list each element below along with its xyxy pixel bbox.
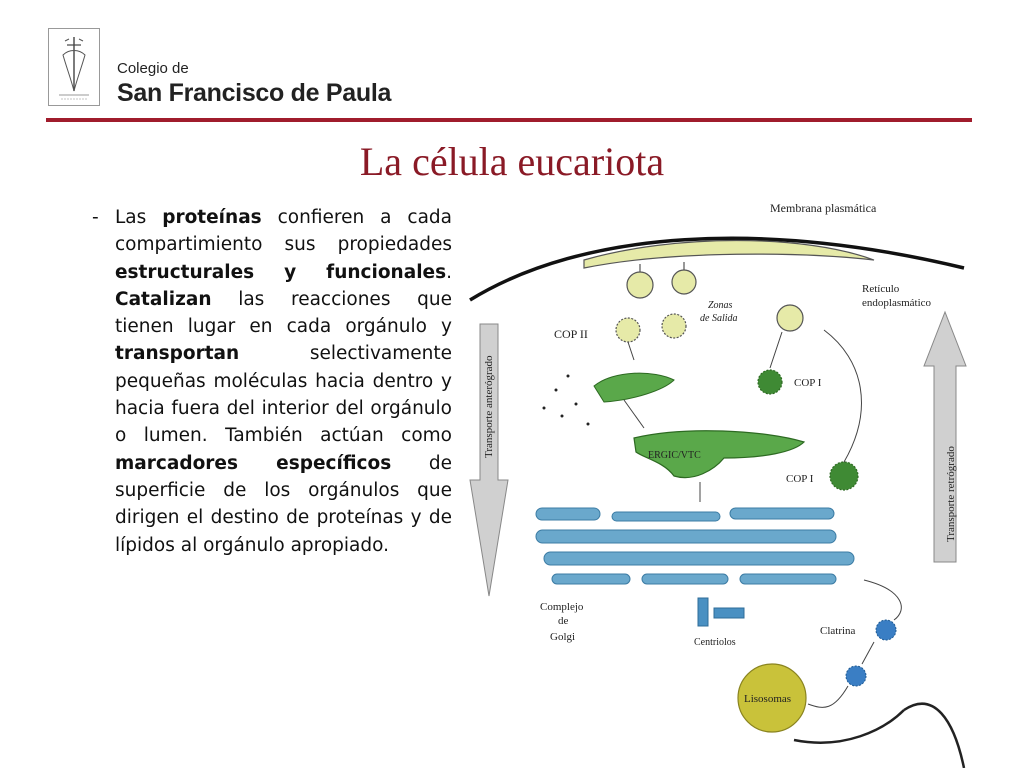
golgi-label: de — [558, 615, 569, 627]
school-name: Colegio de San Francisco de Paula — [117, 60, 391, 108]
er-label: endoplasmático — [862, 297, 932, 309]
budding-vesicle — [626, 271, 654, 299]
golgi-label: Complejo — [540, 601, 584, 613]
exit-zones-label: Zonas — [708, 300, 733, 311]
header-divider — [46, 118, 972, 122]
er-vesicle — [776, 304, 804, 332]
copii-vesicle — [661, 313, 687, 339]
copi-label: COP I — [794, 377, 822, 389]
centriole — [697, 597, 709, 627]
body-paragraph: - Las proteínas confieren a cada compart… — [92, 204, 452, 559]
ergic-vtc — [633, 430, 806, 479]
text-emphasis: proteínas — [162, 207, 262, 228]
text-segment: . — [446, 261, 452, 283]
text-emphasis: marcadores específicos — [115, 452, 392, 474]
copii-label: COP II — [554, 327, 588, 341]
plasma-membrane — [469, 236, 965, 302]
golgi-label: Golgi — [550, 631, 575, 643]
text-segment: selectivamente pequeñas moléculas hacia … — [115, 343, 452, 447]
er-exit-site — [593, 372, 675, 403]
centriole — [713, 607, 745, 619]
clathrin-vesicle — [845, 665, 867, 687]
school-logo — [48, 28, 100, 106]
exit-zones-label: de Salida — [700, 313, 738, 324]
clathrin-label: Clatrina — [820, 625, 856, 637]
text-segment: de superficie de los orgánulos que dirig… — [115, 452, 452, 556]
anterograde-label: Transporte anterógrado — [483, 355, 495, 458]
copi-vesicle — [757, 369, 783, 395]
school-name-line2: San Francisco de Paula — [117, 79, 392, 107]
school-name-line1: Colegio de — [117, 60, 189, 77]
membrane-lumen — [583, 239, 875, 269]
retrograde-arrow — [923, 310, 967, 563]
text-segment: las reacciones que tienen lugar en cada … — [115, 288, 452, 338]
copii-vesicle — [615, 317, 641, 343]
membrane-label: Membrana plasmática — [770, 201, 877, 215]
cargo-dots — [542, 374, 590, 426]
slide-title: La célula eucariota — [359, 139, 665, 184]
centrioles-label: Centriolos — [694, 637, 736, 648]
text-segment: confieren a cada compartimiento sus prop… — [115, 207, 452, 256]
cell-transport-diagram: Membrana plasmática Zonas de Salida COP … — [469, 201, 967, 768]
copi-label: COP I — [786, 473, 814, 485]
school-crest-icon — [59, 37, 89, 100]
lysosome-label: Lisosomas — [744, 693, 791, 705]
paragraph-text: Las proteínas confieren a cada compartim… — [115, 204, 452, 559]
text-segment: Las — [115, 207, 163, 228]
text-emphasis: Catalizan — [115, 288, 212, 310]
lysosome — [737, 663, 807, 733]
text-emphasis: estructurales y funcionales — [115, 261, 447, 283]
er-label: Retículo — [862, 283, 900, 295]
text-emphasis: transportan — [115, 343, 240, 365]
anterograde-arrow — [469, 323, 509, 597]
ergic-label: ERGIC/VTC — [648, 450, 701, 461]
copi-vesicle — [829, 461, 859, 491]
golgi-stack — [535, 507, 855, 585]
clathrin-vesicle — [875, 619, 897, 641]
budding-vesicle — [671, 269, 697, 295]
retrograde-label: Transporte retrógrado — [945, 446, 957, 542]
bullet-dash: - — [92, 207, 99, 228]
